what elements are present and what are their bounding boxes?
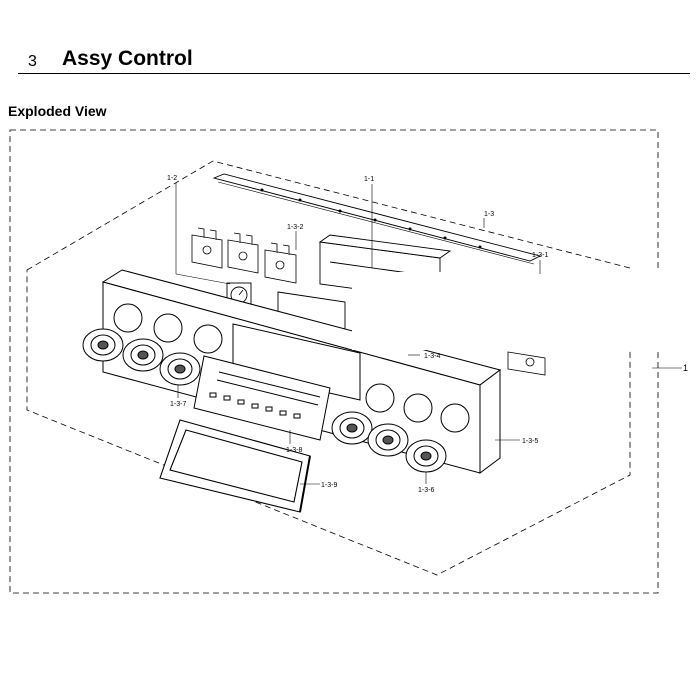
section-title: Assy Control <box>62 47 193 70</box>
callout-1-3-2: 1-3-2 <box>287 224 303 231</box>
callout-1-3-5: 1-3-5 <box>522 438 538 445</box>
callout-1-3: 1-3 <box>484 211 494 218</box>
callout-1-3-1: 1-3-1 <box>532 252 548 259</box>
callout-1-3-9: 1-3-9 <box>321 482 337 489</box>
callout-1-1: 1-1 <box>364 176 374 183</box>
title-rule <box>18 73 690 74</box>
side-bracket <box>507 351 546 376</box>
section-number: 3 <box>28 53 37 70</box>
callout-1: 1 <box>683 363 688 373</box>
leader-lines <box>175 183 682 485</box>
callout-1-3-4: 1-3-4 <box>424 353 440 360</box>
callout-1-3-7: 1-3-7 <box>170 401 186 408</box>
display-window <box>232 323 361 401</box>
knob-set-right <box>331 411 447 473</box>
top-rail <box>212 173 542 265</box>
exploded-view-title: Exploded View <box>8 103 107 119</box>
assembly-boundary <box>26 160 631 576</box>
touch-keypad <box>193 355 331 441</box>
callout-1-3-8: 1-3-8 <box>286 447 302 454</box>
callout-1-3-6: 1-3-6 <box>418 487 434 494</box>
bracket-set <box>191 227 297 284</box>
callout-1-2: 1-2 <box>167 175 177 182</box>
outer-frame <box>9 129 659 594</box>
knob-set-left <box>82 328 201 386</box>
blank-patch <box>352 272 700 350</box>
front-cover <box>159 419 311 513</box>
